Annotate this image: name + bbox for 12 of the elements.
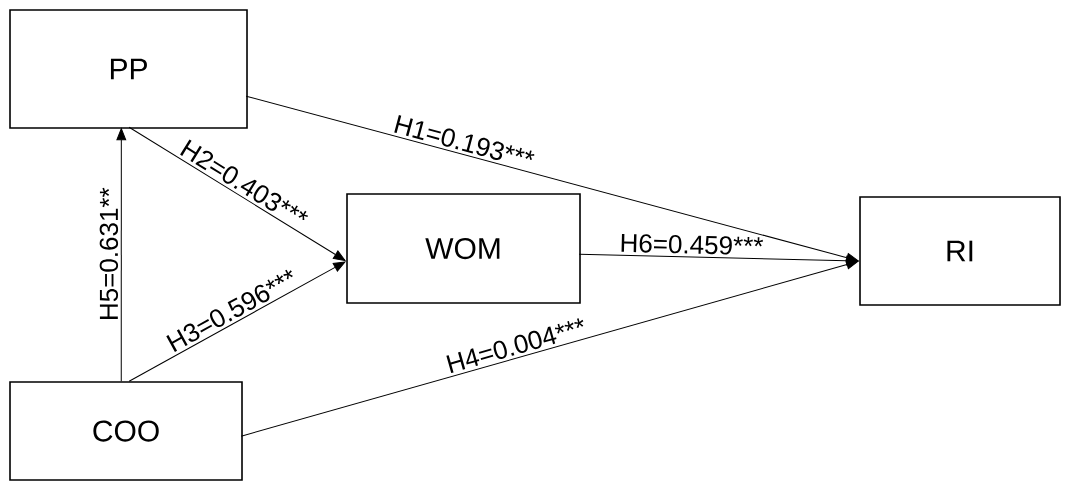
box: RI [859, 196, 1061, 306]
arrow [578, 253, 859, 266]
arrow [116, 128, 127, 382]
arrow [240, 259, 859, 437]
edge-label: H6=0.459*** [621, 233, 764, 255]
arrow [128, 126, 346, 261]
box: COO [9, 381, 243, 481]
box: WOM [346, 193, 581, 304]
arrow [245, 95, 859, 263]
edge-label: H5=0.631** [99, 187, 119, 319]
box: PP [9, 9, 248, 129]
arrow [128, 261, 346, 382]
